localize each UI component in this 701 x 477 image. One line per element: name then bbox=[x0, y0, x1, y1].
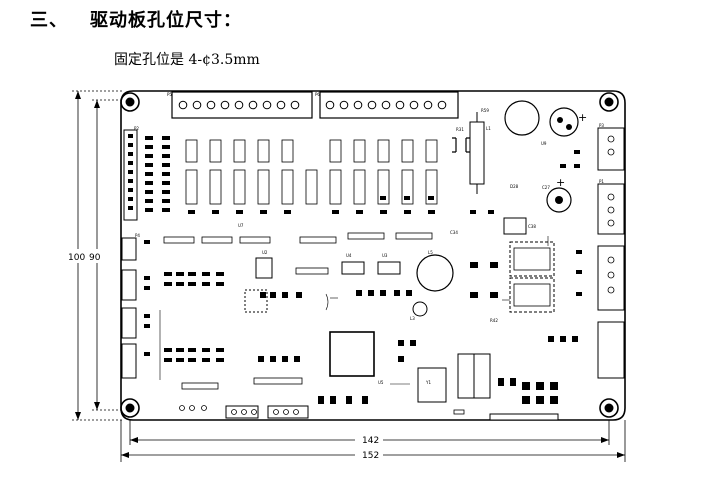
mounting-hole bbox=[599, 398, 619, 418]
part-label-u3: U3 bbox=[382, 253, 388, 258]
terminal-block-p6 bbox=[319, 91, 459, 119]
svg-text:+: + bbox=[578, 111, 587, 124]
svg-text:+: + bbox=[556, 176, 565, 189]
section-title: 驱动板孔位尺寸： bbox=[90, 10, 242, 31]
header-label-p6: P6 bbox=[315, 92, 320, 97]
mounting-hole bbox=[120, 398, 140, 418]
chip-row bbox=[163, 232, 465, 415]
section-heading: 三、 驱动板孔位尺寸： bbox=[30, 6, 242, 32]
part-label-u7: U7 bbox=[238, 223, 244, 228]
part-label-u5: U5 bbox=[378, 380, 384, 385]
pin-header-p2 bbox=[123, 129, 138, 221]
part-label-l3: L3 bbox=[410, 316, 415, 321]
part-label-c38: C38 bbox=[528, 224, 536, 229]
ic-u2 bbox=[255, 257, 273, 279]
header-label-p2: P2 bbox=[134, 126, 139, 131]
terminal-block-p5 bbox=[171, 91, 313, 119]
part-label-c27: C27 bbox=[542, 185, 550, 190]
mounting-hole-note: 固定孔位是 4-¢3.5mm bbox=[114, 52, 260, 68]
transistor-array bbox=[185, 139, 438, 205]
section-number: 三、 bbox=[30, 10, 68, 31]
part-label-r42: R42 bbox=[490, 318, 498, 323]
part-label-u2: U2 bbox=[262, 250, 268, 255]
part-label-d28: D28 bbox=[510, 184, 519, 189]
inductor-l5 bbox=[416, 254, 454, 292]
part-label-r31: R31 bbox=[456, 127, 464, 132]
capacitor-c27: + bbox=[549, 107, 587, 137]
mounting-hole bbox=[120, 92, 140, 112]
right-connectors bbox=[597, 127, 625, 379]
ic-u4 bbox=[341, 261, 365, 275]
dim-width-inner: 142 bbox=[362, 436, 379, 446]
left-connectors bbox=[121, 237, 137, 379]
header-label-p4: P4 bbox=[135, 233, 140, 238]
capacitor-d28: + bbox=[546, 176, 572, 213]
dim-height-inner: 90 bbox=[89, 253, 101, 263]
mounting-hole bbox=[599, 92, 619, 112]
part-label-l1: L1 bbox=[486, 126, 491, 131]
smd-pads bbox=[144, 150, 582, 404]
part-label-y1: Y1 bbox=[425, 380, 431, 385]
part-label-c34: C34 bbox=[450, 230, 458, 235]
relay bbox=[509, 241, 555, 277]
header-label-p3: P3 bbox=[599, 123, 604, 128]
header-label-p5: P5 bbox=[167, 92, 172, 97]
crystal-y1 bbox=[417, 367, 447, 403]
part-label-l5: L5 bbox=[428, 250, 433, 255]
ic-u3 bbox=[377, 261, 401, 275]
dim-height-outer: 100 bbox=[68, 253, 85, 263]
ic-u1 bbox=[457, 353, 475, 399]
capacitor-large bbox=[504, 100, 540, 136]
dim-width-outer: 152 bbox=[362, 451, 379, 461]
part-label-u9: U9 bbox=[541, 141, 547, 146]
part-label-u4: U4 bbox=[346, 253, 352, 258]
ic-u1b bbox=[473, 353, 491, 399]
part-label-r59: R59 bbox=[481, 108, 489, 113]
inductor-l1 bbox=[469, 112, 485, 194]
header-label-p1: P1 bbox=[599, 179, 604, 184]
traces bbox=[159, 236, 549, 385]
ic-u5 bbox=[329, 331, 375, 377]
relay bbox=[509, 277, 555, 313]
